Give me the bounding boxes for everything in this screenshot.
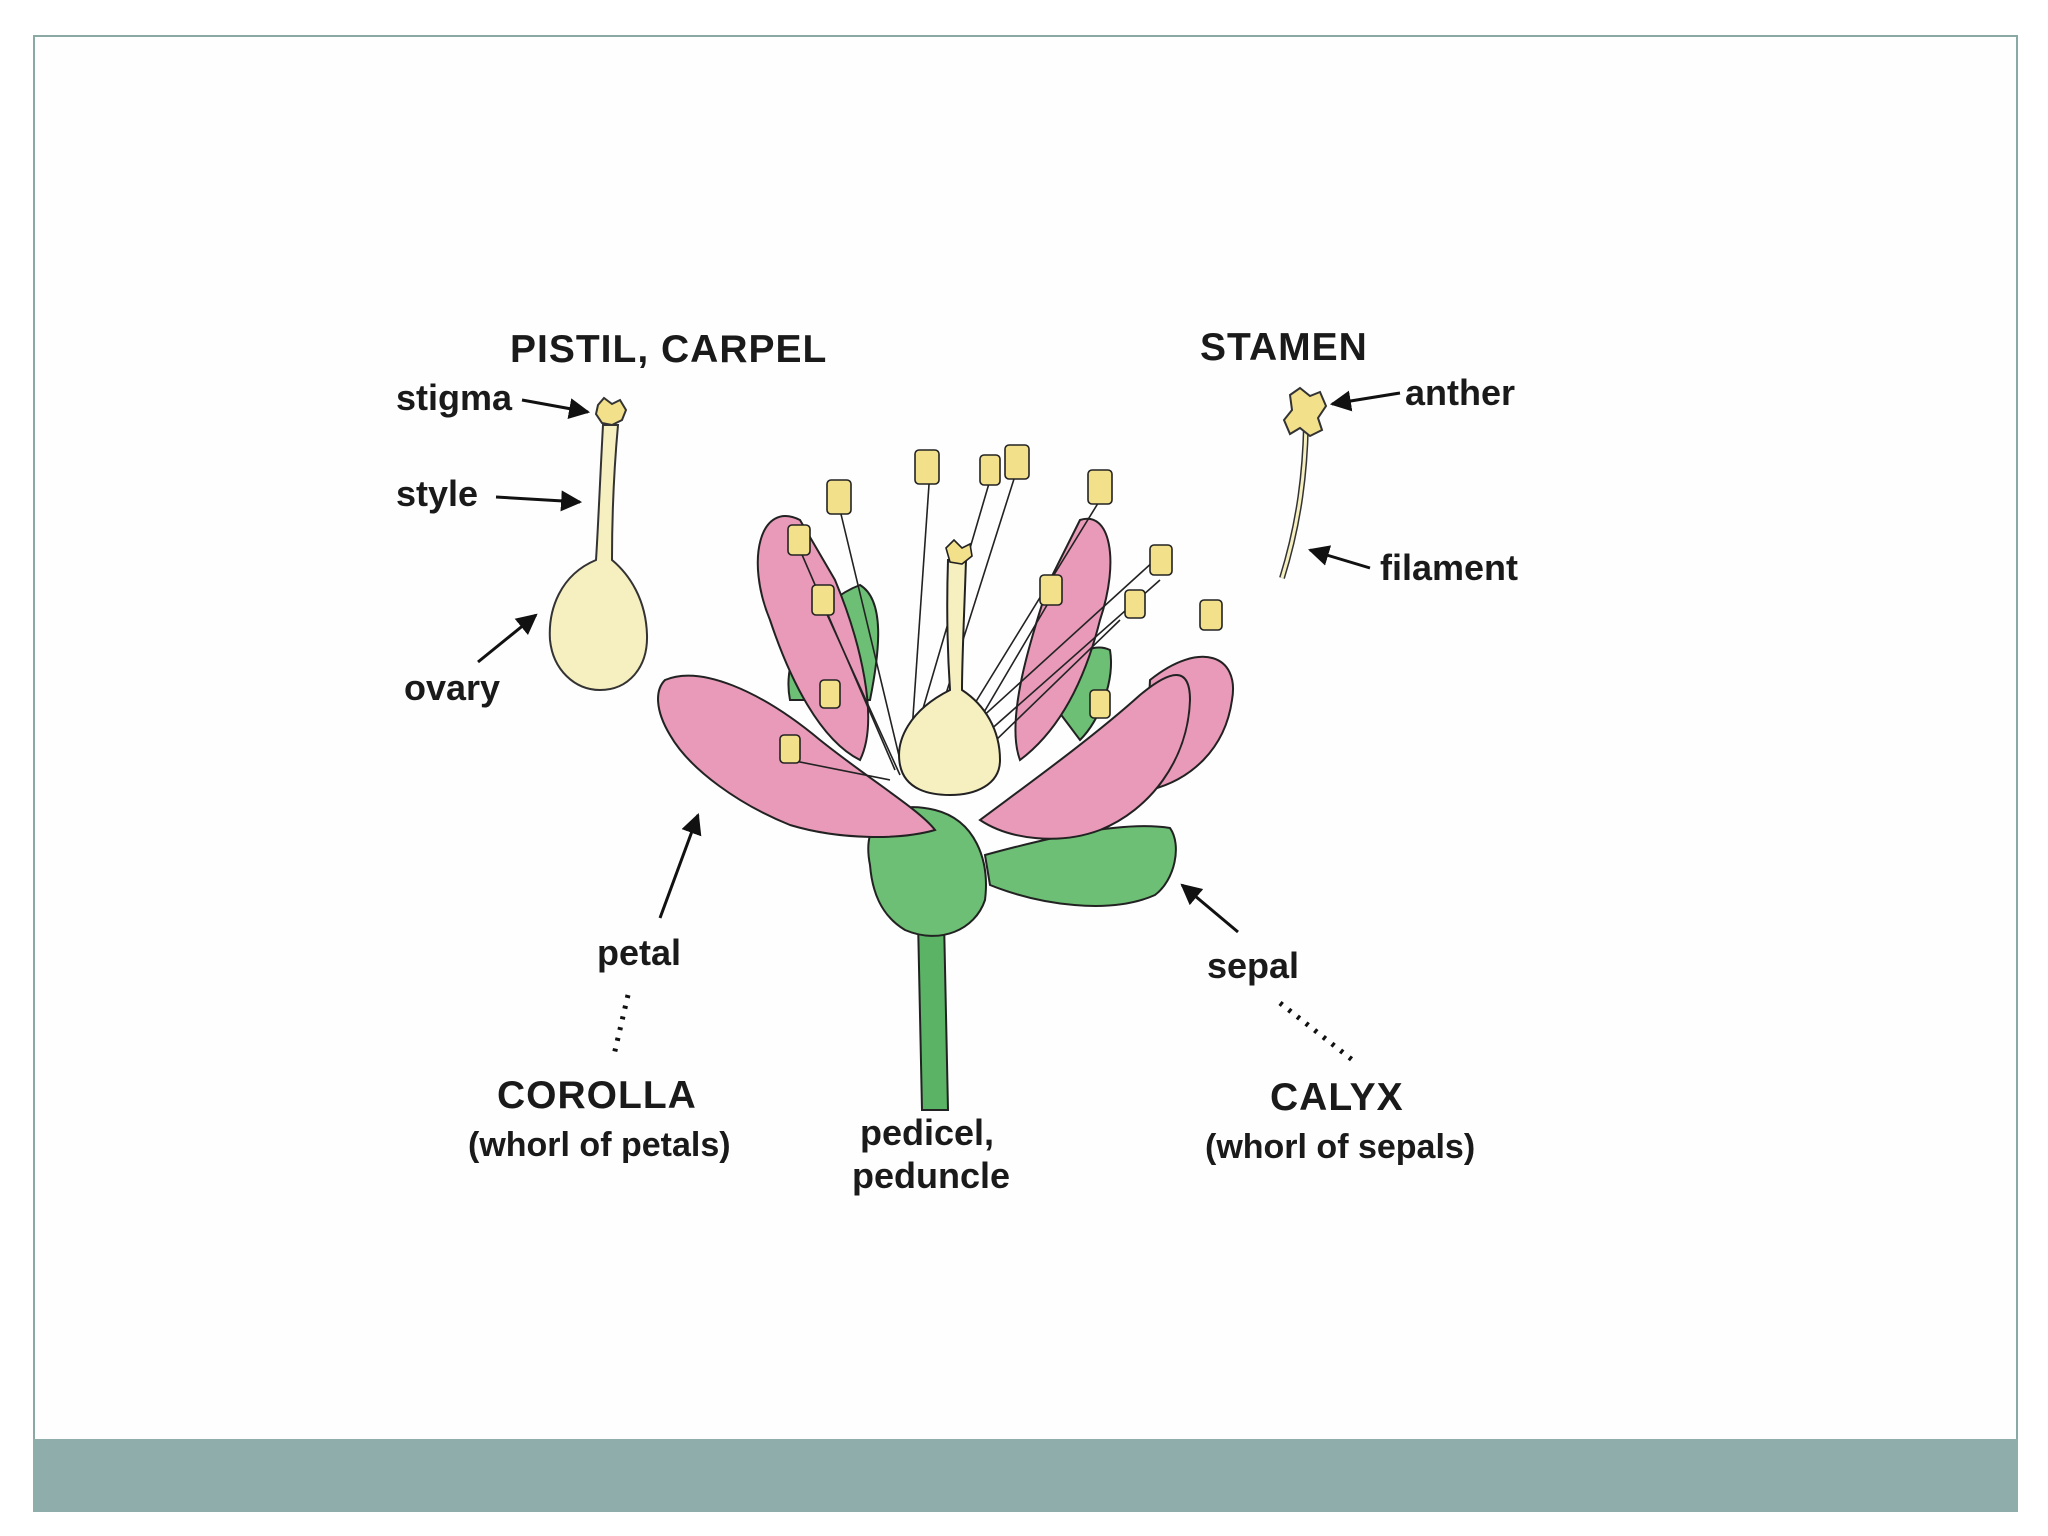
pistil-illustration (548, 396, 649, 692)
calyx-subtitle: (whorl of sepals) (1205, 1128, 1475, 1166)
stamen-illustration (1279, 386, 1328, 579)
stamen-title: STAMEN (1200, 326, 1368, 369)
pedicel-label: pedicel, (860, 1112, 994, 1153)
calyx-dots (1278, 1001, 1357, 1064)
petal-label: petal (597, 932, 681, 973)
style-arrow (495, 490, 583, 512)
style-label: style (396, 473, 478, 514)
peduncle-label: peduncle (852, 1155, 1010, 1196)
anther-arrow (1329, 390, 1401, 412)
filament-arrow (1307, 545, 1371, 570)
corolla-subtitle: (whorl of petals) (468, 1126, 731, 1164)
pistil-carpel-title: PISTIL, CARPEL (510, 328, 827, 371)
filament-label: filament (1380, 547, 1518, 588)
stigma-arrow (521, 398, 591, 419)
corolla-label: COROLLA (497, 1074, 697, 1117)
calyx-label: CALYX (1270, 1076, 1404, 1119)
slide-footer-bar (33, 1439, 2018, 1512)
label-arrows (477, 390, 1401, 934)
ovary-label: ovary (404, 667, 500, 708)
dotted-connectors (611, 994, 1357, 1064)
ovary-arrow (477, 613, 538, 664)
slide-frame (33, 35, 2018, 1512)
anther-label: anther (1405, 372, 1515, 413)
flower-illustration (657, 444, 1235, 1111)
stigma-label: stigma (396, 377, 513, 418)
corolla-dots (611, 994, 631, 1056)
sepal-arrow (1180, 883, 1239, 934)
petal-arrow (658, 813, 702, 919)
sepal-label: sepal (1207, 945, 1299, 986)
